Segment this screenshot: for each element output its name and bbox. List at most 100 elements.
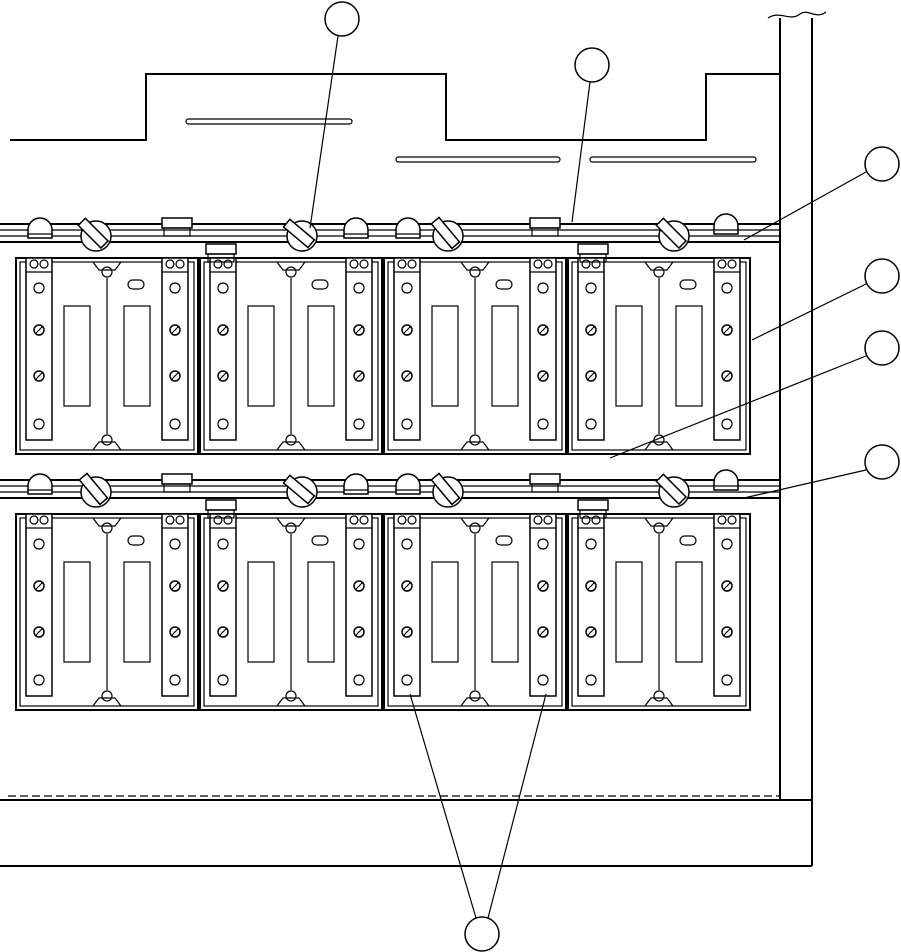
mount-hole bbox=[353, 538, 365, 550]
indicator-window bbox=[307, 305, 335, 407]
mount-tab-top bbox=[644, 517, 674, 527]
strap-body bbox=[713, 257, 741, 441]
strap-body bbox=[393, 257, 421, 441]
clamp-top bbox=[161, 473, 193, 485]
leader-line bbox=[743, 171, 867, 241]
terminal-strap bbox=[529, 257, 557, 441]
mount-tab-hole bbox=[101, 690, 113, 702]
screw-slot bbox=[171, 628, 179, 636]
mount-tab-bottom bbox=[644, 441, 674, 451]
mount-hole bbox=[721, 674, 733, 686]
callout-balloon bbox=[864, 330, 900, 366]
relay-module bbox=[383, 257, 567, 455]
module-frame-outer bbox=[383, 513, 567, 711]
mount-tab-bottom bbox=[276, 697, 306, 707]
toggle-switch bbox=[430, 216, 464, 252]
break-line-symbol bbox=[767, 11, 827, 19]
strap-top-screw bbox=[543, 515, 553, 525]
mount-tab-bottom bbox=[460, 697, 490, 707]
clamp-top bbox=[529, 217, 561, 229]
mount-tab-bottom bbox=[92, 441, 122, 451]
screw-slot bbox=[403, 372, 411, 380]
oval-badge bbox=[127, 279, 145, 290]
mount-tab-bottom bbox=[644, 697, 674, 707]
terminal-strap bbox=[25, 513, 53, 697]
strap-body bbox=[25, 257, 53, 441]
screw-slot bbox=[723, 326, 731, 334]
strap-top-screw bbox=[39, 259, 49, 269]
clamp-top bbox=[529, 473, 561, 485]
dome-body bbox=[713, 469, 739, 491]
mount-tab-hole bbox=[285, 690, 297, 702]
strap-body bbox=[529, 513, 557, 697]
mount-hole bbox=[585, 538, 597, 550]
clamp-body bbox=[531, 483, 559, 493]
leader-line bbox=[487, 693, 547, 919]
clamp-top bbox=[577, 499, 609, 511]
clamp-top bbox=[577, 243, 609, 255]
dome-cap bbox=[27, 473, 53, 495]
module-frame-inner bbox=[571, 517, 747, 707]
mount-hole bbox=[401, 418, 413, 430]
indicator-window bbox=[431, 305, 459, 407]
toggle-lever bbox=[78, 472, 109, 506]
strap-top-screw bbox=[727, 515, 737, 525]
indicator-window bbox=[675, 305, 703, 407]
leader-line bbox=[751, 283, 867, 341]
terminal-strap bbox=[209, 513, 237, 697]
relay-module bbox=[199, 257, 383, 455]
strap-top-screw bbox=[213, 259, 223, 269]
module-frame-inner bbox=[203, 261, 379, 451]
mount-hole bbox=[169, 674, 181, 686]
oval-badge bbox=[311, 279, 329, 290]
clamp-body bbox=[579, 253, 607, 263]
mount-hole bbox=[537, 418, 549, 430]
strap-top-screw bbox=[591, 259, 601, 269]
mount-tab-bottom bbox=[92, 697, 122, 707]
dome-cap bbox=[343, 473, 369, 495]
oval-badge bbox=[679, 279, 697, 290]
strap-top-screw bbox=[717, 259, 727, 269]
terminal-strap bbox=[529, 513, 557, 697]
toggle-lever bbox=[282, 218, 316, 249]
relay-module bbox=[199, 513, 383, 711]
dome-body bbox=[713, 213, 739, 235]
terminal-strap bbox=[713, 513, 741, 697]
strap-body bbox=[161, 257, 189, 441]
module-frame-inner bbox=[571, 261, 747, 451]
callout-balloon bbox=[864, 146, 900, 182]
module-frame-outer bbox=[383, 257, 567, 455]
strap-top-screw bbox=[29, 259, 39, 269]
mount-hole bbox=[217, 538, 229, 550]
mount-tab-top bbox=[276, 261, 306, 271]
mount-tab-hole bbox=[653, 690, 665, 702]
strap-body bbox=[713, 513, 741, 697]
mount-hole bbox=[33, 538, 45, 550]
slot-rod bbox=[395, 156, 561, 163]
strap-body bbox=[161, 513, 189, 697]
mount-tab-hole bbox=[469, 690, 481, 702]
mount-hole bbox=[217, 418, 229, 430]
clamp-body bbox=[163, 227, 191, 237]
screw-slot bbox=[539, 372, 547, 380]
mounting-rail bbox=[0, 479, 780, 499]
relay-module bbox=[383, 513, 567, 711]
clamp-block bbox=[161, 473, 193, 493]
toggle-lever bbox=[655, 473, 688, 506]
mount-tab-hole bbox=[101, 266, 113, 278]
relay-module bbox=[15, 513, 199, 711]
screw-slot bbox=[171, 372, 179, 380]
screw-slot bbox=[355, 326, 363, 334]
mount-hole bbox=[33, 418, 45, 430]
mounting-rail bbox=[0, 223, 780, 243]
dome-cap bbox=[395, 473, 421, 495]
strap-body bbox=[209, 257, 237, 441]
screw-slot bbox=[219, 582, 227, 590]
screw-slot bbox=[587, 326, 595, 334]
mount-hole bbox=[353, 282, 365, 294]
screw-slot bbox=[35, 628, 43, 636]
screw-slot bbox=[587, 372, 595, 380]
dome-cap bbox=[713, 213, 739, 235]
module-frame-outer bbox=[15, 257, 199, 455]
strap-top-screw bbox=[533, 259, 543, 269]
